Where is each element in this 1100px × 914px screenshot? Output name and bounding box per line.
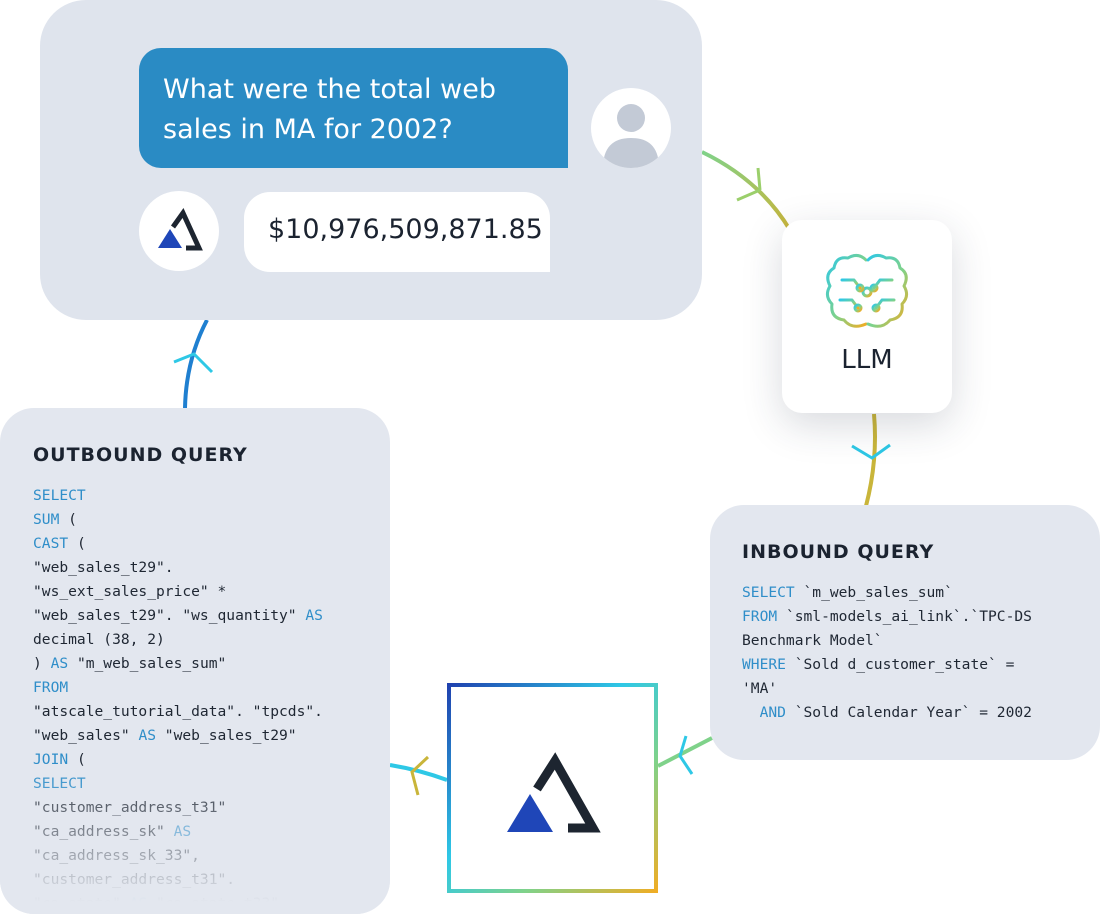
sql-keyword: SELECT (33, 487, 86, 504)
user-icon (603, 104, 659, 168)
sql-text: "web_sales_t29" (156, 727, 297, 744)
chat-panel: What were the total web sales in MA for … (40, 0, 702, 320)
sql-text: Benchmark Model` (742, 632, 883, 649)
sql-text: `Sold d_customer_state` = (785, 656, 1015, 673)
arrowhead-gateway-to-outbound (410, 755, 430, 796)
sql-keyword: JOIN (33, 751, 69, 768)
connector-gateway-to-outbound (389, 763, 448, 782)
code-line: FROM (33, 676, 390, 700)
sql-text: 'MA' (742, 680, 778, 697)
code-line: SELECT `m_web_sales_sum` (742, 581, 1100, 605)
code-line: CAST ( (33, 532, 390, 556)
code-line: FROM `sml-models_ai_link`.`TPC-DS (742, 605, 1100, 629)
connector-inbound-to-gateway (657, 736, 713, 768)
atscale-avatar (139, 191, 219, 271)
arrowhead-chat-to-llm (736, 167, 762, 202)
atscale-gateway-box (447, 683, 658, 893)
sql-text (742, 704, 760, 721)
code-line: decimal (38, 2) (33, 628, 390, 652)
sql-text: "m_web_sales_sum" (68, 655, 227, 672)
atscale-logo-icon (158, 208, 203, 251)
sql-text: "web_sales_t29". (33, 559, 174, 576)
code-line: "ws_ext_sales_price" * (33, 580, 390, 604)
code-line: SELECT (33, 484, 390, 508)
llm-label: LLM (841, 345, 893, 375)
arrowhead-llm-to-inbound (851, 443, 891, 460)
sql-text: `Sold Calendar Year` = 2002 (785, 704, 1032, 721)
sql-keyword: WHERE (742, 656, 786, 673)
llm-card: LLM (782, 220, 952, 413)
code-line: "atscale_tutorial_data". "tpcds". (33, 700, 390, 724)
sql-text: ( (68, 535, 86, 552)
code-line: AND `Sold Calendar Year` = 2002 (742, 701, 1100, 725)
inbound-query-title: INBOUND QUERY (742, 541, 935, 563)
user-avatar (591, 88, 671, 168)
sql-keyword: CAST (33, 535, 69, 552)
code-line: "web_sales" AS "web_sales_t29" (33, 724, 390, 748)
sql-keyword: FROM (742, 608, 778, 625)
sql-text: "web_sales_t29". "ws_quantity" (33, 607, 306, 624)
sql-text: ) (33, 655, 51, 672)
sql-text: ( (59, 511, 77, 528)
code-fade-overlay (0, 764, 390, 914)
sql-text: "atscale_tutorial_data". "tpcds". (33, 703, 323, 720)
connector-outbound-to-chat (183, 319, 209, 409)
sql-text: `m_web_sales_sum` (794, 584, 953, 601)
sql-keyword: AS (50, 655, 69, 672)
brain-icon (825, 253, 909, 328)
sql-text: "web_sales" (33, 727, 139, 744)
sql-text: `sml-models_ai_link`.`TPC-DS (777, 608, 1032, 625)
sql-keyword: FROM (33, 679, 69, 696)
code-line: Benchmark Model` (742, 629, 1100, 653)
question-bubble: What were the total web sales in MA for … (139, 48, 568, 168)
code-line: SUM ( (33, 508, 390, 532)
code-line: JOIN ( (33, 748, 390, 772)
code-line: ) AS "m_web_sales_sum" (33, 652, 390, 676)
code-line: "web_sales_t29". "ws_quantity" AS (33, 604, 390, 628)
sql-text: decimal (38, 2) (33, 631, 165, 648)
sql-text: "ws_ext_sales_price" * (33, 583, 227, 600)
connector-llm-to-inbound (864, 413, 877, 507)
sql-keyword: AND (759, 704, 786, 721)
arrowhead-outbound-to-chat (173, 352, 214, 374)
inbound-query-card: INBOUND QUERY SELECT `m_web_sales_sum`FR… (710, 505, 1100, 760)
sql-keyword: AS (305, 607, 323, 624)
outbound-query-title: OUTBOUND QUERY (33, 444, 248, 466)
atscale-logo-icon (507, 752, 601, 833)
code-line: 'MA' (742, 677, 1100, 701)
arrowhead-inbound-to-gateway (678, 735, 694, 775)
sql-keyword: AS (138, 727, 157, 744)
inbound-query-code: SELECT `m_web_sales_sum`FROM `sml-models… (742, 581, 1100, 725)
code-line: WHERE `Sold d_customer_state` = (742, 653, 1100, 677)
sql-text: ( (68, 751, 86, 768)
code-line: "web_sales_t29". (33, 556, 390, 580)
sql-keyword: SELECT (742, 584, 795, 601)
connector-chat-to-llm (701, 150, 792, 232)
answer-bubble: $10,976,509,871.85 (244, 192, 550, 272)
sql-keyword: SUM (33, 511, 60, 528)
